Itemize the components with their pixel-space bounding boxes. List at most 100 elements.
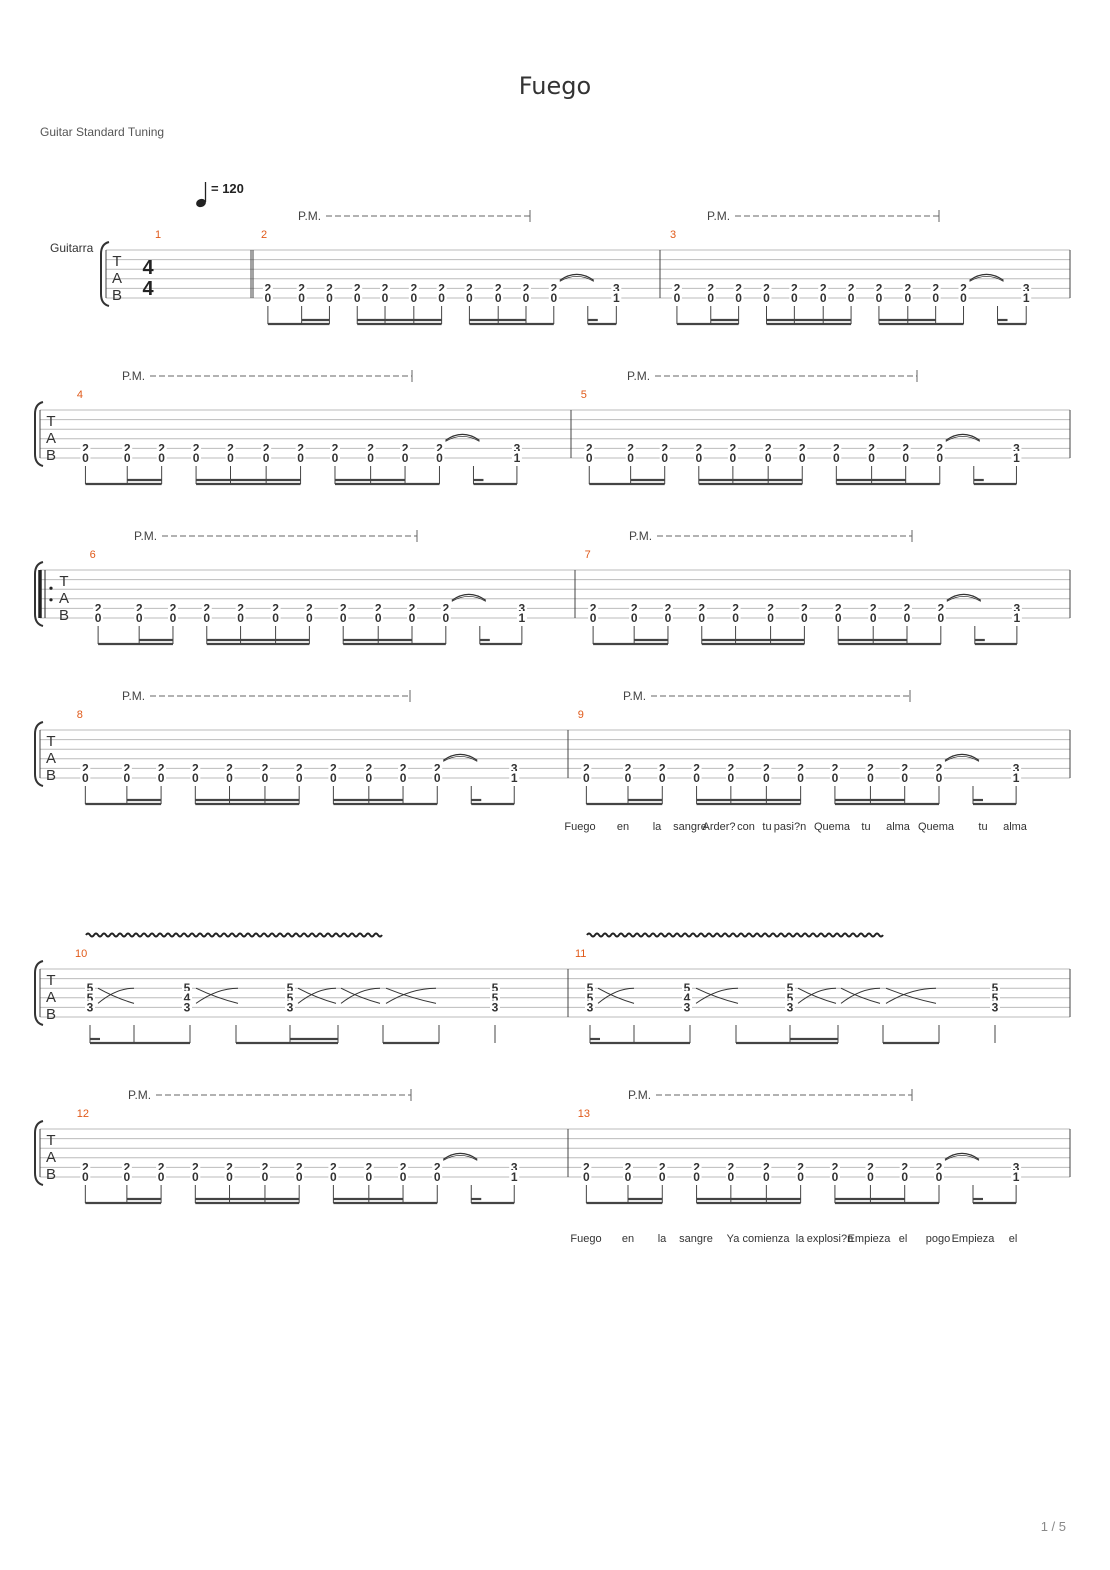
fret-bg — [407, 611, 418, 623]
fret-bg — [727, 441, 738, 454]
fret-bg — [865, 771, 876, 783]
fret-bg — [296, 291, 307, 303]
tab-clef-t: T — [46, 1132, 55, 1149]
tab-clef-a: A — [112, 270, 122, 287]
fret-number: 5 — [87, 981, 94, 995]
fret-bg — [328, 761, 339, 774]
fret-number: 2 — [298, 281, 305, 295]
fret-number: 0 — [693, 1170, 700, 1184]
fret-bg — [93, 601, 104, 614]
fret-bg — [625, 441, 636, 454]
fret-number: 2 — [158, 441, 165, 455]
fret-bg — [691, 1170, 702, 1182]
fret-bg — [324, 281, 335, 294]
fret-number: 2 — [659, 1160, 666, 1174]
fret-number: 2 — [354, 281, 361, 295]
fret-bg — [785, 981, 795, 994]
fret-bg — [785, 1000, 795, 1013]
lyric-syllable: el — [1009, 1233, 1018, 1245]
fret-bg — [958, 291, 969, 303]
fret-bg — [1011, 1170, 1022, 1182]
fret-number: 3 — [587, 1000, 594, 1014]
fret-number: 3 — [511, 761, 518, 775]
fret-number: 0 — [263, 451, 270, 465]
fret-number: 0 — [297, 451, 304, 465]
fret-number: 2 — [203, 601, 210, 615]
measure-number: 5 — [581, 389, 587, 401]
palm-mute-label: P.M. — [298, 209, 321, 223]
fret-number: 3 — [492, 1000, 499, 1014]
fret-bg — [873, 281, 884, 294]
fret-number: 3 — [992, 1000, 999, 1014]
fret-number: 0 — [82, 1170, 89, 1184]
fret-number: 2 — [340, 601, 347, 615]
fret-bg — [899, 761, 910, 774]
fret-bg — [511, 441, 522, 454]
tie-arc — [944, 756, 980, 762]
fret-number: 2 — [901, 1160, 908, 1174]
fret-bg — [224, 771, 235, 783]
fret-bg — [548, 291, 559, 303]
fret-bg — [156, 1160, 167, 1173]
fret-number: 2 — [801, 601, 808, 615]
fret-bg — [990, 981, 1000, 994]
fret-bg — [761, 771, 772, 783]
fret-bg — [761, 1160, 772, 1173]
tie-arc — [946, 596, 982, 602]
fret-number: 1 — [519, 611, 526, 625]
fret-bg — [1011, 611, 1022, 623]
palm-mute-label: P.M. — [128, 1088, 151, 1102]
fret-number: 0 — [136, 611, 143, 625]
fret-number: 3 — [514, 441, 521, 455]
fret-bg — [611, 281, 622, 294]
song-title: Fuego — [518, 72, 592, 100]
fret-bg — [190, 1160, 201, 1173]
fret-number: 0 — [904, 291, 911, 305]
fret-number: 0 — [904, 611, 911, 625]
tie-arc — [969, 276, 1004, 282]
palm-mute-label: P.M. — [134, 529, 157, 543]
fret-number: 0 — [550, 291, 557, 305]
fret-number: 3 — [519, 601, 526, 615]
fret-bg — [902, 601, 913, 614]
measure-number: 11 — [575, 948, 586, 960]
fret-bg — [585, 990, 595, 1003]
slide-line — [695, 987, 739, 1004]
fret-number: 0 — [674, 291, 681, 305]
fret-number: 2 — [550, 281, 557, 295]
fret-bg — [829, 1160, 840, 1173]
fret-number: 2 — [409, 601, 416, 615]
vibrato-mark — [586, 932, 884, 938]
fret-bg — [328, 1170, 339, 1182]
fret-bg — [671, 291, 682, 303]
fret-number: 3 — [787, 1000, 794, 1014]
slide-line — [340, 987, 381, 1004]
fret-number: 0 — [937, 611, 944, 625]
fret-bg — [1011, 601, 1022, 614]
system-6: TABP.M.P.M.20202020202020202020203112202… — [34, 1088, 1071, 1245]
fret-number: 1 — [511, 771, 518, 785]
fret-bg — [691, 1160, 702, 1173]
fret-number: 5 — [787, 991, 794, 1005]
system-bracket — [34, 1120, 44, 1186]
tie-arc — [945, 436, 980, 442]
slide-line — [797, 987, 837, 1004]
system-2: TABP.M.P.M.20202020202020202020203142020… — [34, 369, 1071, 486]
lyric-syllable: Quema — [814, 821, 851, 833]
palm-mute-label: P.M. — [623, 689, 646, 703]
measure-number: 10 — [75, 948, 87, 960]
fret-bg — [659, 441, 670, 454]
tie-arc — [969, 273, 1004, 281]
tab-clef-b: B — [46, 1166, 56, 1183]
fret-bg — [380, 291, 391, 303]
lyric-syllable: explosi?n — [807, 1233, 853, 1245]
fret-number: 2 — [763, 761, 770, 775]
fret-number: 1 — [511, 1170, 518, 1184]
fret-number: 1 — [1013, 1170, 1020, 1184]
fret-bg — [705, 291, 716, 303]
lyric-syllable: con — [737, 821, 755, 833]
fret-bg — [122, 451, 133, 463]
fret-bg — [294, 771, 305, 783]
fret-bg — [490, 981, 500, 994]
fret-number: 2 — [375, 601, 382, 615]
